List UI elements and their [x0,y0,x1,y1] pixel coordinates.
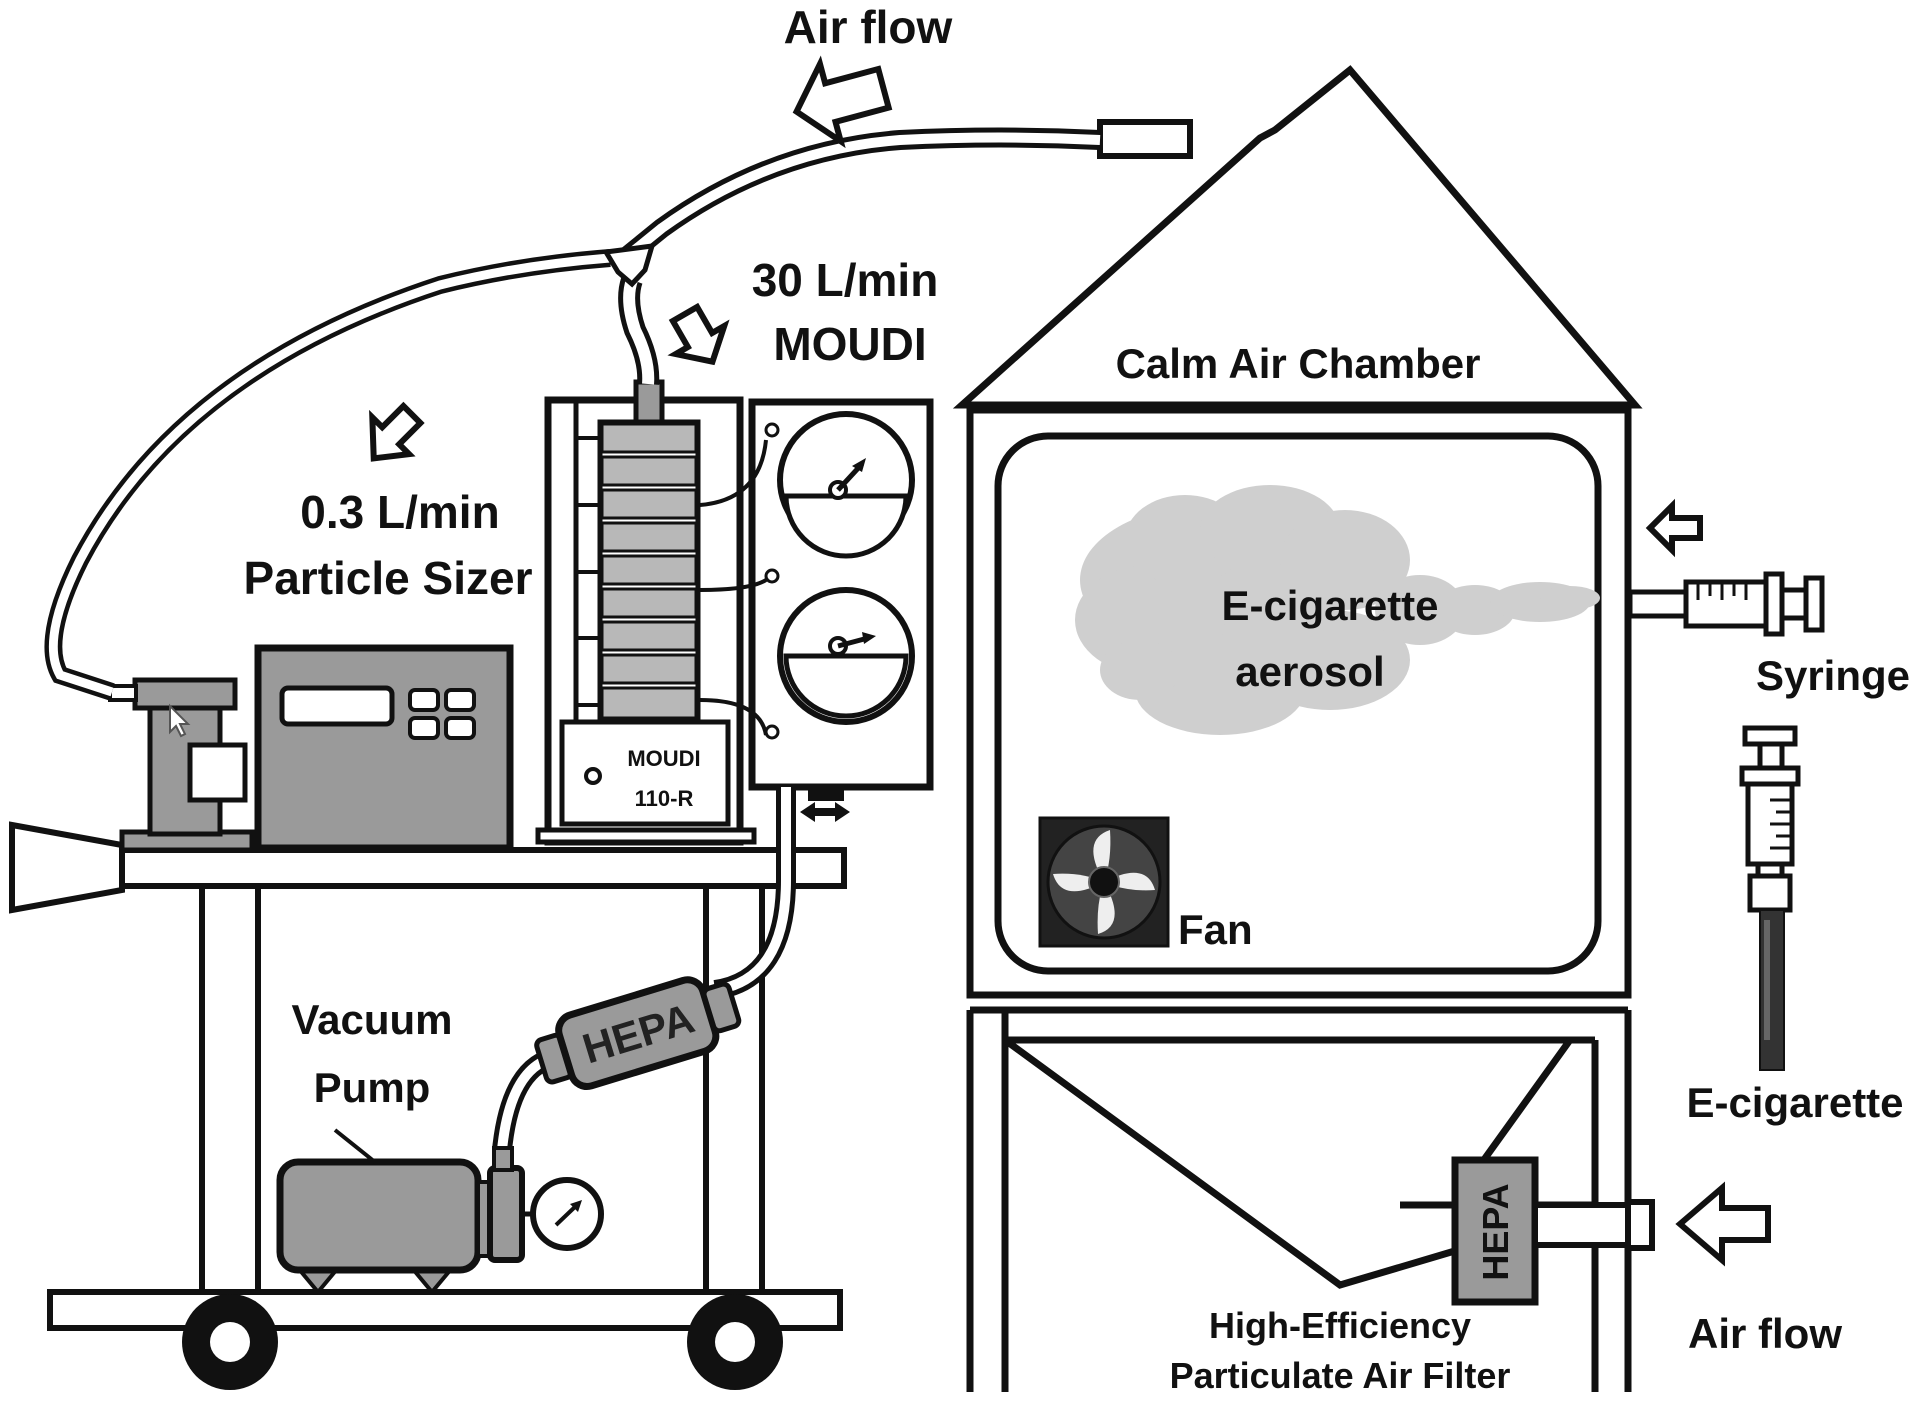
vacuum-label-line2: Pump [314,1064,431,1111]
sizer-flow-rate-label: 0.3 L/min [300,486,499,538]
air-flow-bottom-label: Air flow [1688,1310,1842,1357]
cursor-icon [169,703,191,738]
inlet-hepa-filter: HEPA [1451,1156,1655,1306]
panel-stand [800,787,850,822]
moudi-label: MOUDI [773,318,926,370]
gauge-panel [699,398,934,822]
syringe-injecting [1627,571,1825,637]
syringe-label: Syringe [1756,652,1910,699]
moudi-flow-arrow-icon [667,302,730,366]
chamber-roof [952,65,1643,409]
pressure-gauge-lower-icon [777,587,915,725]
aerosol-label-line2: aerosol [1235,648,1384,695]
particle-sizer-unit [254,644,514,852]
pressure-gauge-upper-icon [777,411,915,559]
air-flow-top-label: Air flow [784,1,953,53]
instrument-cart [9,821,847,1390]
chamber-title: Calm Air Chamber [1116,340,1481,387]
syringe-inject-arrow-icon [1645,498,1703,558]
fan-label: Fan [1178,906,1253,953]
moudi-impactor: MOUDI 110-R [535,379,757,846]
moudi-flow-rate-label: 30 L/min [752,254,939,306]
chamber-outlet-port [1097,119,1193,159]
inlet-air-flow-arrow-icon [1675,1181,1771,1267]
sizer-label: Particle Sizer [244,552,533,604]
vacuum-line [492,787,796,1170]
vacuum-gauge-icon [530,1177,604,1251]
vacuum-pump [276,1128,604,1296]
inline-hepa-filter: HEPA [534,976,742,1090]
moudi-model-line2: 110-R [635,786,694,811]
inlet-hepa-label: HEPA [1475,1183,1516,1280]
aerosol-label-line1: E-cigarette [1221,582,1438,629]
particle-sizer-inlet [108,677,255,853]
hepa-full-name-line2: Particulate Air Filter [1170,1355,1511,1396]
syringe-with-ecigarette [1739,725,1801,1071]
aerosol-cloud: E-cigarette aerosol [1075,485,1600,735]
vacuum-label-line1: Vacuum [291,996,452,1043]
moudi-model-line1: MOUDI [627,746,700,771]
ecigarette-label: E-cigarette [1686,1079,1903,1126]
fan-icon [1038,816,1170,948]
hepa-full-name-line1: High-Efficiency [1209,1305,1471,1346]
sizer-flow-arrow-icon [369,401,425,462]
air-flow-top-arrow-icon [792,55,893,149]
sampling-tubes [44,127,1101,701]
ecigarette-device [1759,909,1785,1071]
